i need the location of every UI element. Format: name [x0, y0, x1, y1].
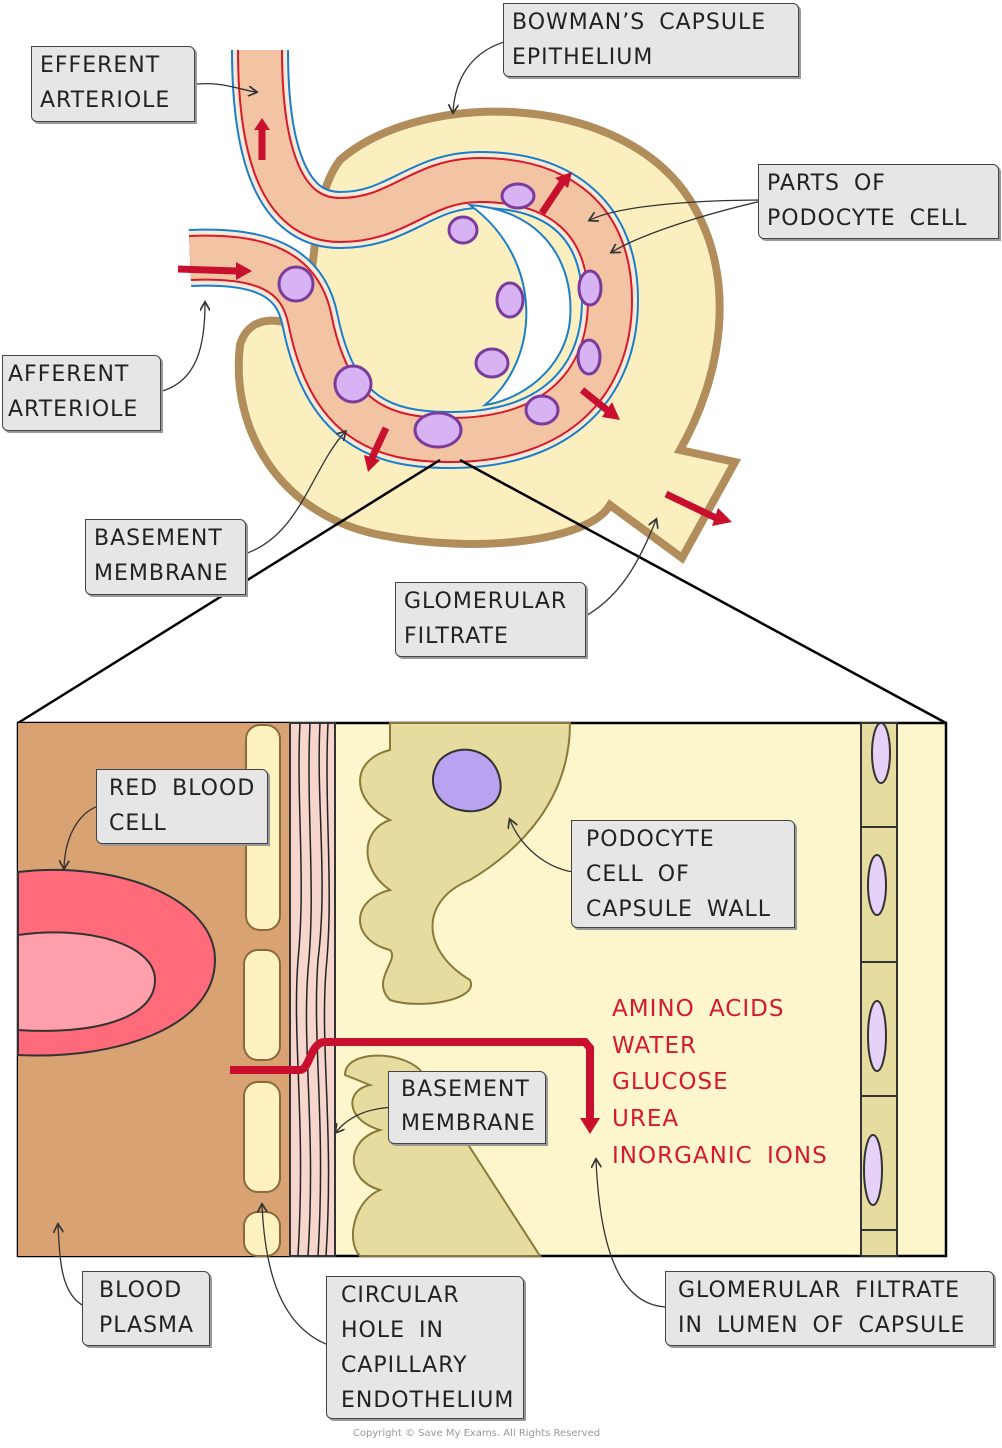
label-efferent-arteriole: EFFERENT ARTERIOLE — [31, 46, 195, 122]
label-line: GLOMERULAR FILTRATE — [678, 1278, 961, 1303]
label-line: ENDOTHELIUM — [341, 1388, 515, 1413]
label-glomerular-filtrate-top: GLOMERULAR FILTRATE — [395, 582, 586, 657]
component-amino-acids: AMINO ACIDS — [612, 996, 785, 1022]
label-line: CAPSULE WALL — [586, 897, 772, 922]
label-bowmans-capsule: BOWMAN’S CAPSULE EPITHELIUM — [503, 3, 799, 77]
label-circular-hole: CIRCULAR HOLE IN CAPILLARY ENDOTHELIUM — [326, 1276, 524, 1419]
label-line: CELL OF — [586, 862, 690, 887]
label-line: CAPILLARY — [341, 1353, 468, 1378]
label-line: PLASMA — [99, 1313, 195, 1338]
label-line: HOLE IN — [341, 1318, 444, 1343]
label-afferent-arteriole: AFFERENT ARTERIOLE — [2, 355, 161, 431]
podocyte-nucleus — [431, 748, 502, 813]
label-line: EFFERENT — [40, 53, 161, 78]
label-line: MEMBRANE — [401, 1111, 536, 1136]
label-basement-membrane-bottom: BASEMENT MEMBRANE — [388, 1071, 546, 1144]
label-filtrate-lumen: GLOMERULAR FILTRATE IN LUMEN OF CAPSULE — [665, 1271, 994, 1346]
label-line: AFFERENT — [8, 362, 130, 387]
label-line: IN LUMEN OF CAPSULE — [678, 1313, 966, 1338]
label-podocyte-cell: PODOCYTE CELL OF CAPSULE WALL — [571, 820, 795, 928]
label-basement-membrane-top: BASEMENT MEMBRANE — [85, 519, 246, 595]
label-line: MEMBRANE — [94, 561, 229, 586]
label-line: BLOOD — [99, 1278, 183, 1303]
label-line: CIRCULAR — [341, 1283, 460, 1308]
label-line: PODOCYTE — [586, 827, 715, 852]
label-line: BASEMENT — [94, 526, 223, 551]
label-line: CELL — [109, 811, 167, 836]
component-glucose: GLUCOSE — [612, 1069, 729, 1096]
label-blood-plasma: BLOOD PLASMA — [82, 1271, 210, 1346]
filtration-arrow — [230, 1038, 594, 1120]
label-line: PARTS OF — [767, 171, 886, 196]
label-line: PODOCYTE CELL — [767, 206, 968, 231]
label-line: BASEMENT — [401, 1077, 530, 1102]
podocyte-cell — [359, 722, 572, 1005]
label-line: FILTRATE — [404, 624, 509, 649]
component-water: WATER — [612, 1032, 697, 1059]
label-line: EPITHELIUM — [512, 45, 654, 70]
component-urea: UREA — [612, 1106, 680, 1133]
label-parts-of-podocyte: PARTS OF PODOCYTE CELL — [758, 164, 999, 239]
label-line: ARTERIOLE — [8, 397, 139, 422]
component-inorganic-ions: INORGANIC IONS — [612, 1142, 828, 1169]
label-line: ARTERIOLE — [40, 88, 171, 113]
label-line: GLOMERULAR — [404, 589, 568, 614]
filtrate-components-list: AMINO ACIDS WATER GLUCOSE UREA INORGANIC… — [612, 991, 828, 1175]
label-red-blood-cell: RED BLOOD CELL — [96, 769, 268, 844]
copyright: Copyright © Save My Exams. All Rights Re… — [352, 1428, 601, 1439]
label-line: BOWMAN’S CAPSULE — [512, 10, 767, 35]
label-line: RED BLOOD — [109, 776, 256, 801]
